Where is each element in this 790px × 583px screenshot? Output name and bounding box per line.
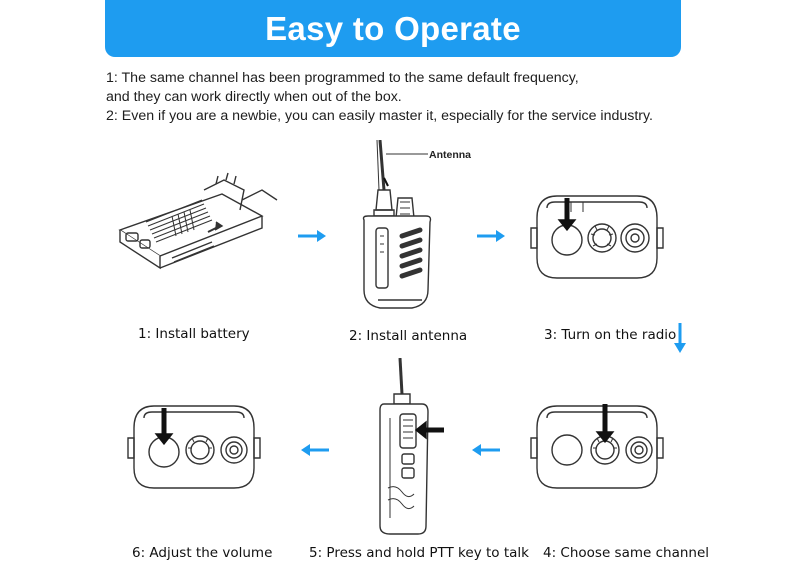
arrow-right-icon (298, 229, 326, 247)
antenna-install-illustration (350, 140, 445, 318)
arrow-right-icon (477, 229, 505, 247)
page-title: Easy to Operate (265, 9, 521, 47)
note-line-1: 1: The same channel has been programmed … (106, 70, 579, 86)
arrow-left-icon (472, 443, 500, 461)
step-6-label: 6: Adjust the volume (132, 545, 273, 561)
ptt-key-illustration (372, 358, 452, 538)
note-line-3: 2: Even if you are a newbie, you can eas… (106, 108, 654, 124)
volume-knob-illustration (124, 398, 264, 498)
instructions-text: 1: The same channel has been programmed … (106, 69, 706, 126)
step-5-label: 5: Press and hold PTT key to talk (309, 545, 529, 561)
step-1-label: 1: Install battery (138, 326, 250, 342)
battery-install-illustration (112, 170, 282, 285)
arrow-left-icon (301, 443, 329, 461)
step-3-label: 3: Turn on the radio (544, 327, 677, 343)
step-2-label: 2: Install antenna (349, 328, 468, 344)
header-banner: Easy to Operate (105, 0, 681, 57)
arrow-down-icon (674, 323, 686, 358)
note-line-2: and they can work directly when out of t… (106, 89, 402, 105)
power-knob-illustration (527, 188, 667, 288)
antenna-callout: Antenna (429, 149, 471, 161)
channel-knob-illustration (527, 398, 667, 498)
step-4-label: 4: Choose same channel (543, 545, 710, 561)
